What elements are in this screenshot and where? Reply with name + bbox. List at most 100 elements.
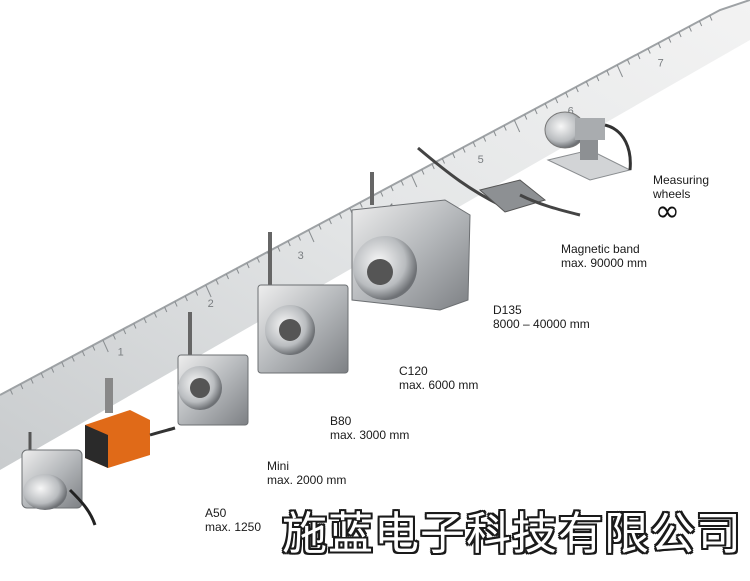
label-c120-range: max. 6000 mm — [399, 378, 479, 392]
product-a50 — [21, 432, 97, 526]
tape-tick — [431, 163, 435, 170]
tape-tick — [287, 240, 291, 247]
tape-tick — [441, 158, 445, 164]
tape-tick — [318, 224, 322, 230]
tape-tick — [421, 169, 425, 175]
tape-tick — [40, 372, 44, 379]
tape-tick — [575, 86, 579, 93]
label-d135: D135 8000 – 40000 mm — [493, 303, 590, 331]
tape-number: 2 — [208, 298, 214, 310]
tape-tick — [668, 37, 672, 43]
tape-tick — [596, 75, 600, 82]
label-b80-range: max. 3000 mm — [330, 428, 410, 442]
tape-number: 6 — [568, 106, 574, 118]
label-a50-range: max. 1250 — [205, 520, 262, 534]
label-magnetic-band-range: max. 90000 mm — [561, 256, 648, 270]
company-watermark: 施蓝电子科技有限公司 — [282, 507, 743, 560]
tape-tick — [81, 350, 85, 357]
label-c120-name: C120 — [399, 364, 428, 378]
tape-tick — [410, 174, 418, 188]
tape-tick — [616, 64, 623, 78]
tape-tick — [452, 152, 456, 159]
tape-tick — [236, 268, 240, 274]
tape-tick — [205, 284, 212, 298]
tape-tick — [544, 103, 548, 109]
tape-tick — [184, 295, 188, 302]
product-d135 — [417, 146, 581, 217]
product-b80 — [257, 232, 349, 374]
tape-tick — [174, 301, 178, 307]
tape-tick — [565, 92, 569, 98]
tape-tick — [688, 26, 692, 32]
tape-tick — [462, 147, 466, 153]
tape-tick — [554, 97, 559, 104]
product-orange-sensor — [85, 378, 176, 468]
tape-tick — [50, 367, 55, 373]
tape-tick — [194, 290, 199, 296]
tape-tick — [328, 218, 332, 225]
tape-tick — [164, 306, 168, 313]
tape-tick — [246, 262, 250, 269]
tape-tick — [380, 191, 384, 197]
infinity-symbol: ∞ — [655, 194, 680, 229]
tape-tick — [143, 317, 147, 324]
tape-tick — [112, 334, 116, 340]
tape-tick — [390, 185, 394, 192]
label-mini-range: max. 2000 mm — [267, 473, 347, 487]
tape-tick — [133, 323, 137, 329]
label-magnetic-band-name: Magnetic band — [561, 242, 640, 256]
tape-tick — [102, 339, 109, 353]
tape-tick — [359, 202, 363, 208]
tape-tick — [709, 15, 713, 21]
tape-tick — [61, 361, 65, 368]
label-b80-name: B80 — [330, 414, 352, 428]
tape-number: 5 — [478, 154, 484, 166]
tape-tick — [215, 279, 219, 285]
tape-tick — [400, 180, 404, 186]
label-measuring-wheels-range: wheels — [653, 187, 691, 201]
tape-tick — [534, 108, 538, 115]
tape-tick — [626, 59, 631, 65]
product-mini — [177, 312, 249, 426]
tape-tick — [637, 53, 641, 60]
tape-tick — [153, 312, 157, 318]
tape-number: 1 — [118, 346, 124, 358]
tape-tick — [277, 246, 281, 252]
tape-tick — [678, 31, 682, 38]
tape-tick — [256, 257, 260, 263]
label-mini-name: Mini — [267, 459, 290, 473]
product-c120 — [351, 172, 471, 311]
label-d135-name: D135 — [493, 303, 522, 317]
tape-number: 7 — [658, 58, 664, 70]
tape-tick — [20, 383, 24, 390]
label-a50-name: A50 — [205, 506, 227, 520]
tape-tick — [472, 141, 476, 148]
tape-tick — [308, 229, 315, 243]
tape-tick — [71, 356, 75, 362]
tape-tick — [482, 136, 487, 142]
tape-tick — [297, 235, 301, 241]
tape-tick — [338, 213, 343, 219]
label-mini: Mini max. 2000 mm — [267, 459, 346, 487]
tape-tick — [122, 328, 127, 335]
label-a50: A50 max. 1250 — [205, 506, 261, 534]
label-d135-range: 8000 – 40000 mm — [493, 317, 590, 331]
product-measuring-wheel — [544, 111, 632, 181]
label-c120: C120 max. 6000 mm — [399, 364, 478, 392]
tape-tick — [503, 125, 507, 131]
tape-tick — [30, 378, 34, 384]
tape-tick — [606, 70, 610, 76]
tape-tick — [524, 114, 528, 120]
tape-tick — [657, 42, 661, 49]
tape-tick — [92, 345, 96, 351]
tape-tick — [513, 119, 521, 133]
tape-tick — [225, 273, 229, 280]
tape-tick — [493, 130, 497, 137]
tape-tick — [9, 389, 13, 395]
tape-tick — [647, 48, 651, 54]
label-measuring-wheels: Measuring wheels — [653, 173, 709, 201]
label-b80: B80 max. 3000 mm — [330, 414, 409, 442]
label-magnetic-band: Magnetic band max. 90000 mm — [561, 242, 647, 270]
tape-number: 3 — [298, 250, 304, 262]
